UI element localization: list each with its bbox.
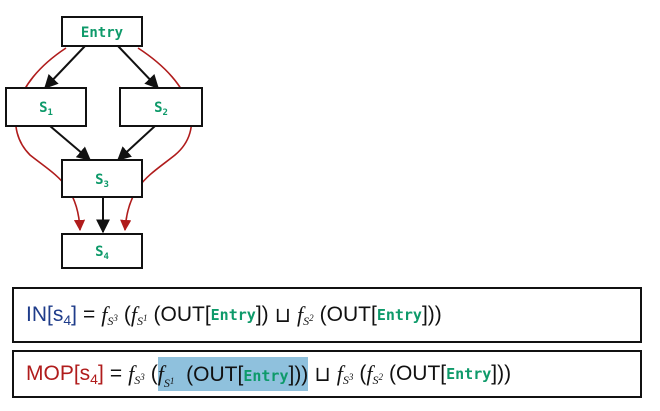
mop-meet: ⊔ xyxy=(314,362,331,386)
in-out1-open: (OUT[ xyxy=(153,303,211,326)
node-entry-label: Entry xyxy=(81,25,124,41)
in-eq: = xyxy=(82,303,96,326)
mop-lhs: MOP[s xyxy=(26,362,91,385)
svg-text:S4: S4 xyxy=(95,244,109,262)
edge-s1-s3 xyxy=(49,125,92,161)
mop-lhs-sub: 4 xyxy=(90,371,98,387)
svg-text:S1: S1 xyxy=(39,100,53,118)
mop-f1: f xyxy=(128,361,135,386)
node-s3-label: S xyxy=(95,172,103,188)
in-f2: f xyxy=(130,302,137,327)
path-entry-s1-s4 xyxy=(14,47,86,232)
edge-s2-s3 xyxy=(116,125,156,161)
node-s3: S3 xyxy=(61,159,143,198)
node-s4-label: S xyxy=(95,244,103,260)
path-entry-s2-s4 xyxy=(120,47,193,232)
node-s2-sub: 2 xyxy=(163,108,168,118)
mop-f4: f xyxy=(366,361,373,386)
mop-highlighted-term: fS1 (OUT[Entry])) xyxy=(157,357,309,391)
mop-f2: f xyxy=(157,361,164,386)
node-s1: S1 xyxy=(5,87,87,127)
edge-entry-s2 xyxy=(117,45,159,90)
svg-text:S2: S2 xyxy=(154,100,168,118)
mop-lhs-close: ] xyxy=(97,362,104,385)
node-s1-sub: 1 xyxy=(48,108,53,118)
in-lhs: IN[s xyxy=(26,303,64,326)
node-s1-label: S xyxy=(39,100,47,116)
mop-entry-2: Entry xyxy=(446,365,492,383)
in-f3: f xyxy=(297,302,304,327)
node-s3-sub: 3 xyxy=(104,180,109,190)
svg-text:S3: S3 xyxy=(95,172,109,190)
edge-entry-s1 xyxy=(44,45,86,90)
in-lhs-close: ] xyxy=(71,303,77,326)
mop-eq: = xyxy=(109,362,123,385)
in-entry-2: Entry xyxy=(376,306,422,324)
in-f1: f xyxy=(101,302,108,327)
node-s4-sub: 4 xyxy=(104,252,110,262)
in-entry-1: Entry xyxy=(210,306,256,324)
in-meet: ⊔ xyxy=(274,303,292,327)
in-lhs-sub: 4 xyxy=(63,312,72,328)
mop-out1-open: (OUT[ xyxy=(186,363,244,386)
node-s4: S4 xyxy=(61,233,143,269)
node-s2: S2 xyxy=(119,87,203,127)
node-entry: Entry xyxy=(61,16,143,47)
mop-out2-open: (OUT[ xyxy=(388,362,447,385)
node-s2-label: S xyxy=(154,100,162,116)
mop-f3: f xyxy=(336,361,343,386)
in-out2-open: (OUT[ xyxy=(319,303,377,326)
mop-entry-1: Entry xyxy=(243,367,289,385)
